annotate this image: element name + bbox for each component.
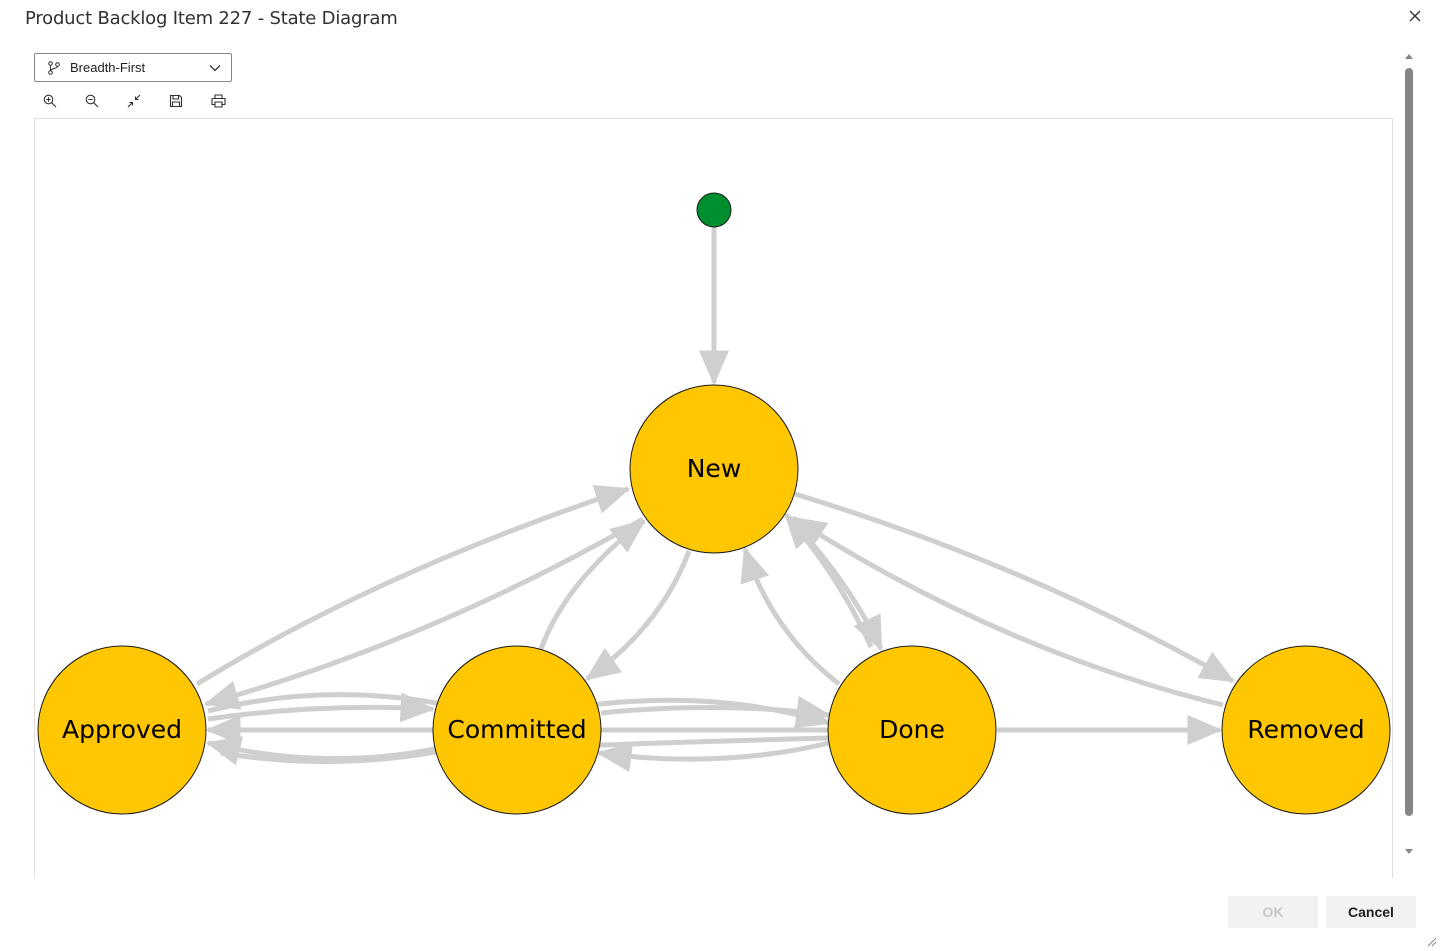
transition-approved-new: [195, 485, 631, 687]
state-done-label: Done: [879, 715, 945, 744]
zoom-in-button[interactable]: [42, 93, 58, 109]
zoom-out-icon: [85, 94, 99, 108]
scrollbar-thumb[interactable]: [1405, 68, 1413, 816]
scroll-up-arrow-icon[interactable]: [1404, 52, 1414, 62]
start-node[interactable]: [696, 192, 732, 228]
state-nodes: New Approved Committed Done Removed: [37, 192, 1391, 815]
zoom-out-button[interactable]: [84, 93, 100, 109]
transition-removed-new: [790, 515, 1224, 708]
branch-icon: [48, 60, 60, 75]
chevron-down-icon: [209, 65, 221, 72]
fit-to-screen-icon: [127, 94, 141, 108]
state-approved[interactable]: Approved: [37, 645, 207, 815]
transition-committed-new: [538, 519, 646, 650]
zoom-in-icon: [43, 94, 57, 108]
transition-done-new-2: [784, 513, 874, 649]
state-committed-label: Committed: [447, 715, 586, 744]
layout-dropdown[interactable]: Breadth-First: [34, 53, 232, 82]
state-approved-label: Approved: [62, 715, 182, 744]
fit-to-screen-button[interactable]: [126, 93, 142, 109]
close-icon: [1409, 10, 1421, 22]
layout-dropdown-value: Breadth-First: [70, 60, 146, 75]
close-button[interactable]: [1404, 5, 1426, 27]
print-icon: [210, 94, 226, 108]
state-diagram: New Approved Committed Done Removed: [37, 192, 1391, 815]
state-removed[interactable]: Removed: [1221, 645, 1391, 815]
vertical-scrollbar[interactable]: [1401, 50, 1417, 860]
state-new[interactable]: New: [629, 384, 799, 554]
transition-committed-approved: [205, 736, 436, 766]
state-done[interactable]: Done: [827, 645, 997, 815]
ok-button[interactable]: OK: [1228, 896, 1318, 928]
transition-new-approved: [203, 516, 645, 710]
state-new-label: New: [687, 454, 742, 483]
transition-done-committed: [596, 740, 830, 773]
transition-committed-done: [600, 695, 832, 726]
save-icon: [169, 94, 183, 108]
print-button[interactable]: [210, 93, 226, 109]
state-removed-label: Removed: [1247, 715, 1364, 744]
transition-approved-committed: [207, 692, 436, 723]
resize-grip-icon[interactable]: [1425, 935, 1437, 947]
transition-new-removed: [794, 491, 1236, 684]
transition-new-committed: [584, 550, 692, 682]
save-button[interactable]: [168, 93, 184, 109]
dialog-title: Product Backlog Item 227 - State Diagram: [25, 8, 398, 29]
transition-edges: [195, 226, 1236, 773]
transition-done-new: [740, 546, 841, 686]
state-committed[interactable]: Committed: [432, 645, 602, 815]
cancel-button[interactable]: Cancel: [1326, 896, 1416, 928]
diagram-canvas: New Approved Committed Done Removed: [34, 118, 1393, 878]
scroll-down-arrow-icon[interactable]: [1404, 846, 1414, 856]
